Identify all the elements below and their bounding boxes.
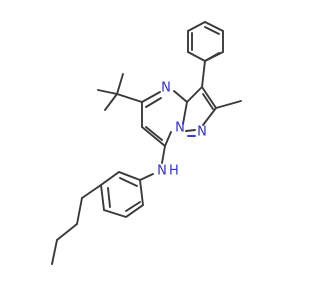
atom-nh: N H (157, 164, 179, 179)
atom-label-layer: N N N N H (157, 81, 207, 179)
atom-nh-n-label: N (157, 164, 167, 179)
bond-c3a-c3 (186, 86, 203, 103)
bond-c2-n1 (202, 107, 217, 126)
bond-butyl-3 (56, 223, 78, 241)
phenyl-top-ring (187, 20, 224, 63)
butylphenyl-ring (99, 170, 145, 219)
bond-c3-phenyl (201, 60, 206, 88)
atom-n-bridgehead: N (175, 121, 185, 136)
bond-n7a-c7 (164, 131, 172, 147)
bond-c2-methyl (215, 100, 242, 109)
bond-c7-nh (161, 145, 166, 164)
molecule-structure: N N N N H (51, 20, 242, 265)
bond-tbu-ring (116, 93, 143, 103)
butylphenyl-double-3 (125, 201, 141, 212)
bond-tbu-methyl-lower (104, 93, 118, 111)
bond-butyl-4 (51, 239, 58, 265)
bond-butyl-2 (76, 197, 83, 225)
phenyl-top-double-2 (204, 26, 220, 35)
butylphenyl-double-1 (119, 177, 138, 187)
bond-c5-n4-double (145, 97, 162, 108)
bond-nh-aryl (139, 173, 154, 181)
bond-n1-n7a (185, 129, 196, 132)
bond-tbu-methyl-left (97, 89, 118, 95)
bond-butyl-1 (81, 184, 102, 199)
atom-n-pyrimidine-label: N (161, 81, 171, 96)
bond-c3a-n7a (182, 101, 188, 125)
atom-n-bridgehead-label: N (175, 121, 185, 136)
phenyl-top-double-1 (204, 52, 220, 62)
bond-c7-c6-double (145, 126, 163, 141)
atom-n-pyrazole: N (197, 125, 207, 140)
bond-c5-n4 (141, 91, 161, 103)
bond-c7-c6 (141, 126, 166, 147)
bond-layer (51, 20, 242, 265)
atom-n-pyrazole-label: N (197, 125, 207, 140)
atom-nh-h-label: H (169, 164, 179, 179)
atom-n-pyrimidine: N (161, 81, 171, 96)
bond-c3-c2-double (202, 93, 214, 110)
bond-tbu-methyl-top (116, 73, 124, 95)
bond-c3-c2 (201, 86, 217, 109)
bond-n4-c3a (173, 90, 188, 103)
butylphenyl-double-2 (107, 187, 111, 208)
